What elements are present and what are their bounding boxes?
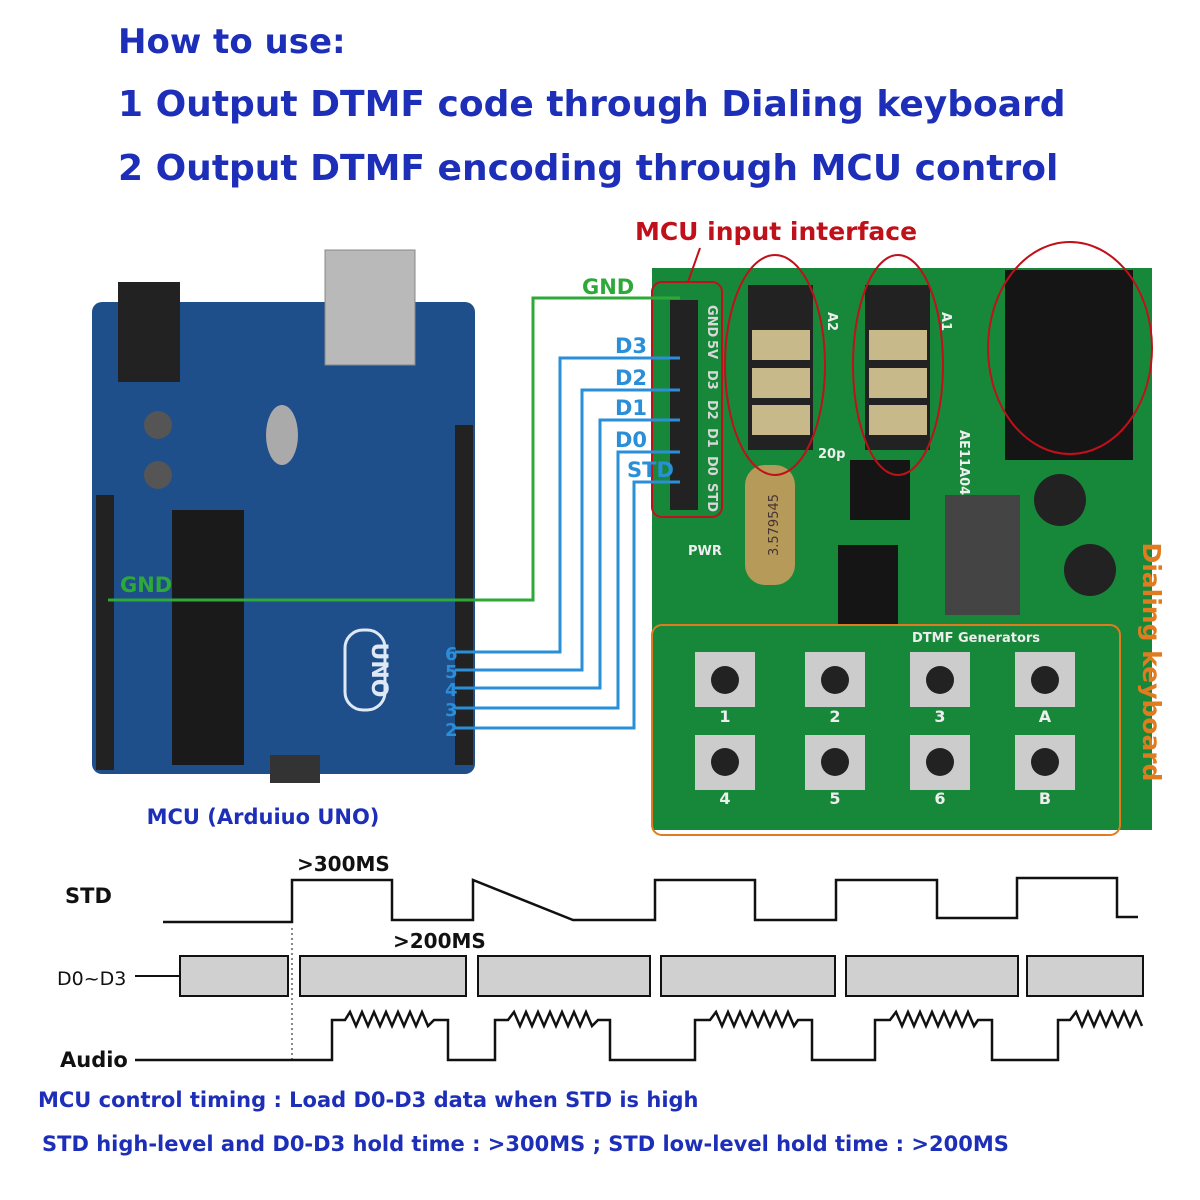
- std-label: STD: [627, 458, 674, 482]
- timing-diagram: STD D0~D3 Audio >300MS >200MS: [57, 852, 1144, 1072]
- arduino-gnd-label: GND: [120, 573, 172, 597]
- svg-text:3: 3: [445, 700, 458, 721]
- svg-text:GND: GND: [704, 305, 719, 338]
- key-3: 3: [934, 707, 945, 726]
- dialing-keyboard-label: Dialing keyboard: [1137, 542, 1166, 781]
- footer-line-1: MCU control timing : Load D0-D3 data whe…: [38, 1088, 699, 1112]
- high-time-label: >300MS: [297, 852, 390, 876]
- wires: [108, 296, 680, 730]
- svg-text:PWR: PWR: [688, 544, 722, 559]
- gnd-label: GND: [582, 275, 634, 299]
- d2-label: D2: [615, 366, 647, 390]
- d1-label: D1: [615, 396, 647, 420]
- footer-line-2: STD high-level and D0-D3 hold time : >30…: [42, 1132, 1009, 1156]
- mcu-caption: MCU (Arduiuo UNO): [147, 805, 380, 829]
- audio-signal-label: Audio: [60, 1048, 128, 1072]
- mcu-interface-label: MCU input interface: [635, 217, 917, 246]
- svg-text:D1: D1: [704, 428, 719, 448]
- svg-text:STD: STD: [704, 483, 719, 512]
- data-waveform: [135, 955, 1144, 997]
- key-6: 6: [934, 789, 945, 808]
- svg-text:A1: A1: [938, 312, 953, 331]
- title: How to use:: [118, 22, 346, 62]
- svg-text:3.579545: 3.579545: [767, 494, 782, 556]
- key-5: 5: [829, 789, 840, 808]
- dtmf-module-board: GND 5V D3 D2 D1 D0 STD 3.579545 20p: [652, 268, 1200, 830]
- step-2: 2 Output DTMF encoding through MCU contr…: [118, 148, 1059, 189]
- keypad: 1 2 3 A 4 5 6 B: [695, 652, 1075, 808]
- svg-text:D0: D0: [704, 456, 719, 476]
- svg-text:2: 2: [445, 720, 458, 741]
- d0-wire: [455, 450, 680, 710]
- pin-header: [670, 300, 698, 510]
- step-1: 1 Output DTMF code through Dialing keybo…: [118, 84, 1066, 125]
- data-signal-label: D0~D3: [57, 968, 126, 990]
- svg-text:A2: A2: [824, 312, 839, 331]
- audio-waveform: [135, 1008, 1144, 1062]
- svg-text:D3: D3: [704, 370, 719, 390]
- d3-label: D3: [615, 334, 647, 358]
- std-signal-label: STD: [65, 884, 112, 908]
- arduino-board: UNO: [92, 249, 475, 783]
- keyboard-outline: [651, 624, 1121, 836]
- low-time-label: >200MS: [393, 929, 486, 953]
- key-4: 4: [719, 789, 730, 808]
- svg-text:D2: D2: [704, 400, 719, 420]
- gnd-wire: [108, 296, 680, 602]
- std-waveform: [163, 876, 1138, 924]
- d2-wire: [455, 388, 680, 672]
- svg-text:5: 5: [445, 662, 458, 683]
- key-b: B: [1039, 789, 1051, 808]
- uno-logo: UNO: [366, 643, 391, 698]
- d3-wire: [455, 356, 680, 654]
- svg-text:4: 4: [445, 680, 458, 701]
- std-wire: [455, 480, 680, 730]
- svg-text:AE11A04: AE11A04: [956, 430, 971, 495]
- d1-wire: [455, 418, 680, 690]
- d0-label: D0: [615, 428, 647, 452]
- svg-text:6: 6: [445, 644, 458, 665]
- svg-text:DTMF Generators: DTMF Generators: [912, 631, 1040, 646]
- svg-text:5V: 5V: [704, 340, 719, 359]
- svg-text:20p: 20p: [818, 447, 845, 462]
- key-1: 1: [719, 707, 730, 726]
- key-a: A: [1039, 707, 1052, 726]
- highlight-outlines: [651, 241, 1153, 518]
- key-2: 2: [829, 707, 840, 726]
